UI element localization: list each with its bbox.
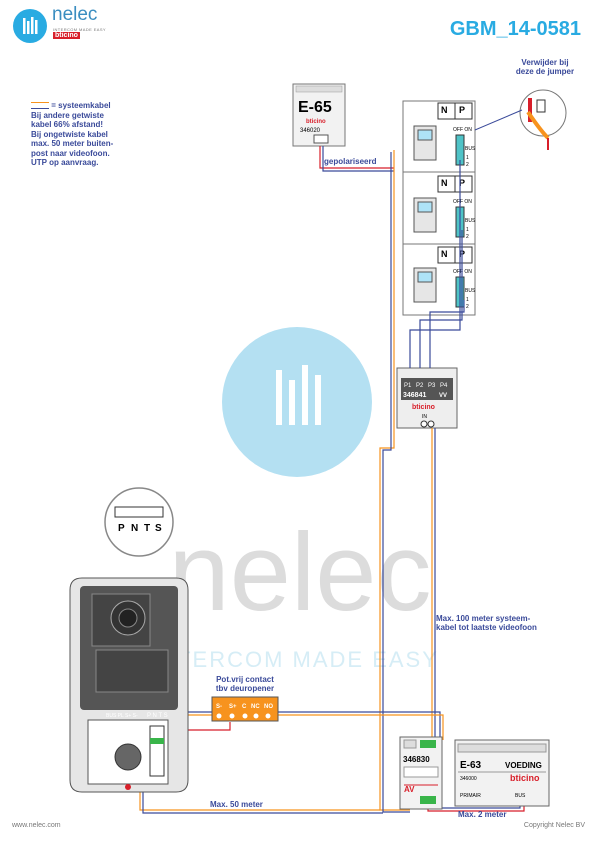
- distributor-code: 346841: [403, 392, 426, 399]
- distributor-in: IN: [422, 414, 427, 420]
- watermark: nelec INTERCOM MADE EASY: [151, 327, 439, 672]
- distributor-brand: bticino: [412, 404, 435, 411]
- magnifier-t: T: [144, 523, 150, 534]
- power-supply-e63: E-63 VOEDING 346000 bticino PRIMAIR BUS: [454, 739, 550, 807]
- e63-model: E-63: [460, 760, 482, 771]
- magnifier-n: N: [131, 523, 138, 534]
- bus-label: BUS: [465, 146, 476, 152]
- note-line: max. 50 meter buiten-: [31, 139, 114, 148]
- outdoor-station: BUS PL S+ S- P N T S: [69, 577, 189, 793]
- watermark-slogan: INTERCOM MADE EASY: [151, 647, 439, 672]
- nelec-logo-icon: [13, 9, 47, 43]
- terminal-p: P: [459, 178, 465, 188]
- footer-url: www.nelec.com: [12, 822, 61, 829]
- terminal-n: N: [441, 178, 448, 188]
- max-50-label: Max. 50 meter: [210, 800, 263, 809]
- e63-code: 346000: [460, 776, 477, 782]
- watermark-circle: [222, 327, 372, 477]
- note-title-text: = systeemkabel: [51, 101, 111, 110]
- distributor-suffix: VV: [439, 393, 447, 399]
- bus-1: 1: [466, 155, 469, 161]
- port-label: P4: [440, 383, 448, 389]
- e63-primair: PRIMAIR: [460, 793, 481, 799]
- note-title: = systeemkabel: [31, 101, 139, 111]
- door-relay: S- S+ C NC NO: [211, 696, 279, 722]
- relay-terminal: NC: [251, 704, 260, 710]
- jumper-note-line: deze de jumper: [515, 67, 575, 76]
- e63-title: VOEDING: [505, 761, 542, 770]
- magnifier-s: S: [155, 523, 162, 534]
- station-pnts: P N T S: [147, 713, 168, 719]
- terminal-p: P: [459, 105, 465, 115]
- note-line: kabel 66% afstand!: [31, 120, 104, 129]
- port-label: P2: [416, 383, 424, 389]
- jumper-note: Verwijder bij deze de jumper: [499, 58, 591, 76]
- contact-line: Pot.vrij contact: [216, 675, 274, 684]
- bus-2: 2: [466, 234, 469, 240]
- terminal-n: N: [441, 105, 448, 115]
- bus-label: BUS: [465, 218, 476, 224]
- contact-line: tbv deuropener: [215, 684, 275, 693]
- bus-2: 2: [466, 162, 469, 168]
- relay-terminal: C: [242, 704, 247, 710]
- max-100-note: Max. 100 meter systeem- kabel tot laatst…: [436, 614, 537, 632]
- bus-2: 2: [466, 304, 469, 310]
- relay-terminal: S+: [229, 704, 237, 710]
- bus-1: 1: [466, 297, 469, 303]
- relay-terminal: NO: [264, 704, 273, 710]
- polarized-label: gepolariseerd: [324, 157, 377, 166]
- e65-model: E-65: [298, 99, 332, 116]
- e63-bus: BUS: [515, 793, 526, 799]
- dip-switch-label: OFF ON: [453, 127, 472, 133]
- relay-terminal: S-: [216, 704, 222, 710]
- document-id: GBM_14-0581: [449, 18, 581, 40]
- cable-note: = systeemkabel Bij andere getwiste kabel…: [31, 101, 139, 168]
- watermark-word: nelec: [169, 511, 432, 634]
- station-terminals: BUS PL S+ S-: [106, 713, 138, 719]
- port-label: P3: [428, 383, 436, 389]
- jumper-note-line: Verwijder bij: [521, 58, 569, 67]
- dip-switch-label: OFF ON: [453, 269, 472, 275]
- e63-brand: bticino: [510, 773, 540, 783]
- controller-346830: 346830 AV: [399, 736, 443, 810]
- controller-av: AV: [404, 785, 415, 794]
- brand-name: nelec: [52, 4, 98, 25]
- brand-sub: bticino: [53, 32, 80, 39]
- contact-note: Pot.vrij contact tbv deuropener: [212, 675, 278, 693]
- bus-1: 1: [466, 227, 469, 233]
- note-line: Bij ongetwiste kabel: [31, 129, 108, 139]
- terminal-n: N: [441, 249, 448, 259]
- e65-code: 346020: [300, 128, 321, 134]
- max-100-line: Max. 100 meter systeem-: [436, 614, 531, 623]
- magnifier-p: P: [118, 523, 125, 534]
- e65-brand: bticino: [306, 119, 326, 125]
- power-supply-e65: E-65 bticino 346020: [292, 83, 346, 147]
- system-cable-swatch: [31, 102, 49, 110]
- brand-tagline: INTERCOM MADE EASY: [53, 27, 106, 32]
- distributor-346841: P1 P2 P3 P4 346841 VV bticino IN: [396, 367, 458, 429]
- controller-code: 346830: [403, 755, 430, 764]
- system-cables: [117, 146, 525, 814]
- terminal-magnifier: P N T S: [104, 487, 174, 557]
- jumper-detail: [474, 89, 567, 150]
- note-line: post naar videofoon.: [31, 148, 110, 158]
- bus-label: BUS: [465, 288, 476, 294]
- max-100-line: kabel tot laatste videofoon: [436, 623, 537, 632]
- max-2-label: Max. 2 meter: [458, 810, 507, 819]
- dip-switch-label: OFF ON: [453, 199, 472, 205]
- note-line: Bij andere getwiste: [31, 110, 104, 120]
- port-label: P1: [404, 383, 412, 389]
- note-line: UTP op aanvraag.: [31, 158, 99, 167]
- footer-copyright: Copyright Nelec BV: [523, 822, 585, 829]
- videophone: N P OFF ON BUS 1 2: [413, 102, 476, 168]
